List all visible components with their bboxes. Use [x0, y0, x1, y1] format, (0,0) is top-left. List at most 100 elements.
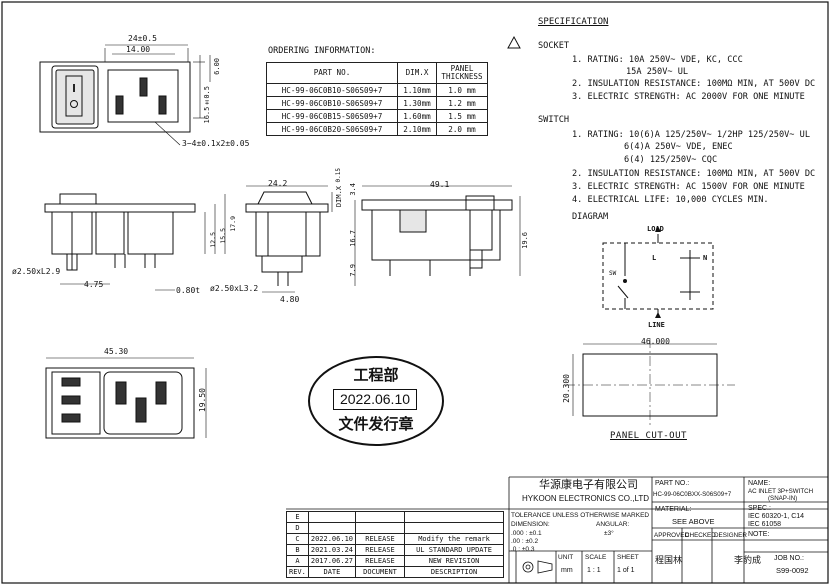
switch-contact — [623, 279, 627, 283]
line-arrow-icon — [655, 312, 661, 318]
designer-signature: 李豹成 — [734, 556, 762, 566]
release-stamp: 工程部 2022.06.10 文件发行章 — [308, 356, 444, 446]
left-side-view — [44, 193, 226, 291]
part-no-label: PART NO.: — [655, 480, 690, 487]
socket-line: 3. ELECTRIC STRENGTH: AC 2000V FOR ONE M… — [572, 92, 805, 102]
terminal-l-label: L — [652, 254, 657, 262]
table-header: DATE — [307, 566, 357, 578]
dim-label: 24±0.5 — [128, 34, 157, 43]
material-value: SEE ABOVE — [672, 517, 715, 526]
dim-label: 4.80 — [280, 295, 300, 304]
terminal-n-label: N — [703, 254, 708, 262]
spec-value: IEC 61058 — [748, 521, 782, 528]
load-arrow-icon — [655, 226, 661, 232]
checked-label: CHECKED — [685, 532, 716, 539]
ordering-table: PART NO. DIM.X PANEL THICKNESS HC-99-06C… — [266, 62, 488, 136]
warning-triangle-icon — [507, 35, 521, 49]
line-label: LINE — [648, 321, 665, 329]
dim-label: 14.00 — [126, 45, 151, 54]
socket-line: 15A 250V~ UL — [626, 67, 689, 77]
name-value: AC INLET 3P+SWITCH — [748, 488, 814, 495]
sheet-value: 1 of 1 — [617, 567, 635, 574]
table-row: HC-99-06C0B20-S06S09+7 2.10mm 2.0 mm — [266, 122, 488, 136]
top-view-outline — [39, 61, 191, 133]
pin-dim-label: ø2.50xL2.9 — [12, 267, 61, 276]
diagram-label: DIAGRAM — [572, 212, 609, 222]
angular-label: ANGULAR: — [596, 521, 630, 528]
tolerance-line: .0 : ±0.3 — [511, 546, 535, 553]
dim-label: 49.1 — [430, 180, 450, 189]
company-en: HYKOON ELECTRONICS CO.,LTD — [522, 494, 649, 503]
dim-label: 24.2 — [268, 179, 288, 188]
ordering-title: ORDERING INFORMATION: — [268, 46, 376, 56]
unit-label: UNIT — [558, 554, 574, 561]
material-label: MATERIAL: — [655, 506, 692, 513]
pin-dim-label: ø2.50xL3.2 — [210, 284, 259, 293]
table-header: DESCRIPTION — [404, 566, 505, 578]
title-block-lines — [286, 476, 828, 583]
dim-label: 45.30 — [104, 347, 129, 356]
company-cn: 华源康电子有限公司 — [539, 478, 638, 491]
dim-label: 4.75 — [84, 280, 104, 289]
unit-value: mm — [561, 567, 573, 574]
ordering-header: PANEL THICKNESS — [436, 62, 488, 84]
name-value: (SNAP-IN) — [768, 495, 798, 502]
cutout-title: PANEL CUT-OUT — [610, 431, 687, 441]
stamp-bottom-text: 文件发行章 — [338, 415, 414, 433]
part-no-value: HC-99-06C0BXX-S06S09+7 — [653, 491, 732, 498]
table-cell: HC-99-06C0B20-S06S09+7 — [266, 122, 398, 136]
bottom-view — [45, 357, 207, 439]
middle-side-view — [245, 185, 333, 293]
scale-label: SCALE — [585, 554, 607, 561]
front-view — [354, 185, 521, 286]
stamp-date: 2022.06.10 — [333, 389, 417, 410]
tolerance-title: TOLERANCE UNLESS OTHERWISE MARKED — [511, 512, 650, 519]
switch-heading: SWITCH — [538, 115, 570, 125]
socket-heading: SOCKET — [538, 41, 570, 51]
table-cell: 2.10mm — [397, 122, 437, 136]
designer-label: DESIGNER — [714, 532, 747, 539]
name-label: NAME: — [748, 480, 771, 487]
tolerance-line: .000 : ±0.1 — [511, 530, 542, 537]
dim-label: 0.80t — [176, 286, 201, 295]
dimension-label: DIMENSION: — [511, 521, 550, 528]
hole-dim-label: 3−4±0.1x2±0.05 — [182, 139, 250, 148]
approved-signature: 程国林 — [655, 556, 683, 566]
angular-value: ±3° — [604, 530, 614, 537]
panel-cutout — [565, 338, 735, 425]
job-no-value: S99-0092 — [776, 566, 809, 575]
socket-line: 2. INSULATION RESISTANCE: 100MΩ MIN, AT … — [572, 79, 816, 89]
note-label: NOTE: — [748, 531, 770, 538]
switch-line: 6(4)A 250V~ VDE, ENEC — [624, 142, 733, 152]
socket-line: 1. RATING: 10A 250V~ VDE, KC, CCC — [572, 55, 743, 65]
switch-line: 4. ELECTRICAL LIFE: 10,000 CYCLES MIN. — [572, 195, 769, 205]
switch-line: 3. ELECTRIC STRENGTH: AC 1500V FOR ONE M… — [572, 182, 805, 192]
sheet-label: SHEET — [617, 554, 639, 561]
switch-line: 1. RATING: 10(6)A 125/250V~ 1/2HP 125/25… — [572, 130, 810, 140]
scale-value: 1 : 1 — [587, 567, 601, 574]
cutout-width-label: 46.000 — [641, 337, 670, 346]
spec-value: IEC 60320-1, C14 — [748, 513, 805, 520]
table-cell: 2.0 mm — [436, 122, 488, 136]
approved-label: APPROVED — [654, 532, 689, 539]
spec-title: SPECIFICATION — [538, 17, 609, 27]
job-no-label: JOB NO.: — [774, 555, 804, 562]
stamp-top-text: 工程部 — [353, 366, 399, 384]
switch-label: SW — [609, 270, 617, 277]
switch-line: 2. INSULATION RESISTANCE: 100MΩ MIN, AT … — [572, 169, 816, 179]
load-label: LOAD — [647, 225, 664, 233]
tolerance-line: .00 : ±0.2 — [511, 538, 539, 545]
spec-label: SPEC.: — [748, 505, 771, 512]
switch-line: 6(4) 125/250V~ CQC — [624, 155, 718, 165]
top-view — [39, 44, 211, 146]
table-row: HC-99-06C0B10-S06S09+7 1.30mm 1.2 mm — [266, 96, 488, 110]
